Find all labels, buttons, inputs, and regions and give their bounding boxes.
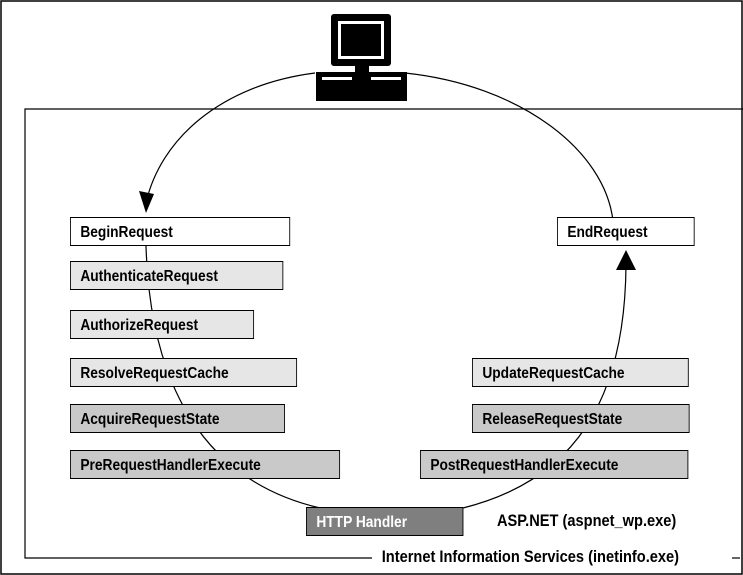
resolve-request-cache-box: ResolveRequestCache (70, 358, 298, 387)
authenticate-request-label: AuthenticateRequest (80, 268, 218, 285)
release-request-state-label: ReleaseRequestState (482, 411, 623, 428)
authorize-request-label: AuthorizeRequest (80, 317, 199, 334)
pre-request-handler-execute-label: PreRequestHandlerExecute (80, 457, 261, 474)
begin-request-box: BeginRequest (70, 217, 291, 246)
acquire-request-state-box: AcquireRequestState (70, 404, 285, 433)
post-request-handler-execute-label: PostRequestHandlerExecute (430, 457, 619, 474)
iis-container-label: Internet Information Services (inetinfo.… (380, 547, 681, 567)
authenticate-request-box: AuthenticateRequest (70, 261, 284, 290)
post-request-handler-execute-box: PostRequestHandlerExecute (420, 450, 689, 479)
pre-request-handler-execute-box: PreRequestHandlerExecute (70, 450, 341, 479)
update-request-cache-label: UpdateRequestCache (482, 365, 625, 382)
begin-request-label: BeginRequest (80, 224, 173, 241)
acquire-request-state-label: AcquireRequestState (80, 411, 220, 428)
response-flow-arc (404, 72, 614, 222)
computer-icon (316, 14, 407, 101)
end-request-box: EndRequest (557, 217, 695, 246)
authorize-request-box: AuthorizeRequest (70, 310, 255, 339)
resolve-request-cache-label: ResolveRequestCache (80, 365, 229, 382)
begin-arrowhead (139, 191, 154, 213)
request-flow-arc (145, 72, 316, 204)
iis-container-border (24, 108, 743, 559)
http-handler-box: HTTP Handler (306, 507, 464, 536)
aspnet-container-label: ASP.NET (aspnet_wp.exe) (497, 511, 677, 531)
release-request-state-box: ReleaseRequestState (472, 404, 690, 433)
end-arrowhead (616, 250, 636, 270)
end-request-label: EndRequest (567, 224, 648, 241)
update-request-cache-box: UpdateRequestCache (472, 358, 689, 387)
http-handler-label: HTTP Handler (316, 514, 408, 531)
